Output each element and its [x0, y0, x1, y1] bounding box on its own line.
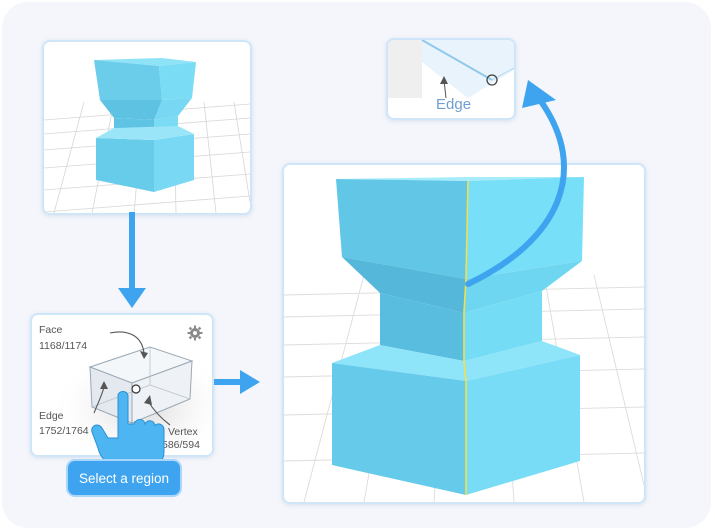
edge-label: Edge — [39, 410, 64, 422]
edge-callout-panel: Edge — [386, 38, 516, 120]
main-model-view — [282, 163, 646, 504]
edge-count: 1752/1764 — [39, 425, 89, 437]
face-count: 1168/1174 — [39, 340, 88, 352]
edge-closeup-illustration — [388, 40, 514, 98]
face-label: Face — [39, 324, 63, 336]
vertex-label: Vertex — [168, 426, 198, 438]
vertex-count: 586/594 — [162, 439, 200, 451]
model-preview-panel — [42, 40, 252, 215]
gear-icon[interactable] — [187, 325, 203, 341]
pillar-model-illustration — [284, 177, 644, 502]
model-preview-illustration — [44, 58, 250, 213]
select-region-button[interactable]: Select a region — [66, 459, 182, 497]
edge-callout-label: Edge — [436, 96, 472, 113]
